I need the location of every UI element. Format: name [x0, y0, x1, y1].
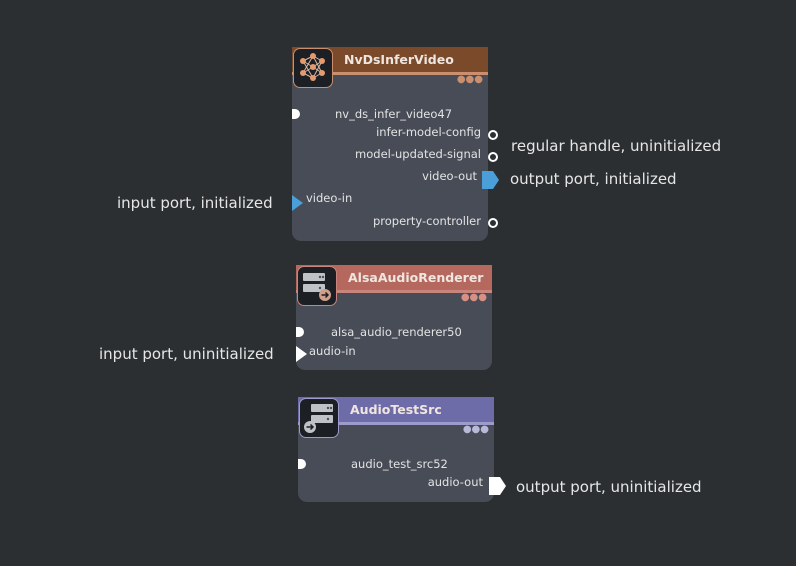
node-header-accent	[292, 72, 488, 75]
input-label-video-in: video-in	[306, 191, 353, 205]
node-title: AudioTestSrc	[350, 402, 442, 417]
node-title: NvDsInferVideo	[344, 52, 454, 67]
annotation-regular-handle: regular handle, uninitialized	[511, 137, 722, 155]
node-nvdsinfervideo[interactable]: NvDsInferVideo ●●● nv_ds_infer_video47 i…	[292, 47, 488, 241]
node-header-accent	[298, 422, 494, 425]
node-instance-name: nv_ds_infer_video47	[335, 107, 453, 121]
node-audiotestsrc[interactable]: AudioTestSrc ●●● audio_test_src52 audio-…	[298, 397, 494, 502]
annotation-input-initialized: input port, initialized	[117, 194, 273, 212]
annotation-input-uninitialized: input port, uninitialized	[99, 345, 274, 363]
output-label-audio-out: audio-out	[427, 475, 483, 489]
handle-property-controller[interactable]	[488, 218, 498, 228]
node-menu-icon[interactable]: ●●●	[462, 424, 489, 435]
prop-video-out: video-out	[422, 169, 477, 183]
prop-property-controller: property-controller	[372, 214, 481, 228]
node-alsaaudiorenderer[interactable]: AlsaAudioRenderer ●●● alsa_audio_rendere…	[296, 265, 492, 370]
annotation-output-uninitialized: output port, uninitialized	[516, 478, 702, 496]
prop-infer-model-config: infer-model-config	[376, 125, 481, 139]
audio-sink-icon	[297, 266, 337, 306]
neural-network-icon	[293, 48, 333, 88]
prop-model-updated-signal: model-updated-signal	[355, 147, 481, 161]
instance-pin[interactable]	[292, 109, 300, 119]
audio-source-icon	[299, 398, 339, 438]
node-instance-name: alsa_audio_renderer50	[331, 325, 462, 339]
handle-infer-model-config[interactable]	[488, 130, 498, 140]
node-header-accent	[296, 290, 492, 293]
node-title: AlsaAudioRenderer	[348, 270, 484, 285]
node-menu-icon[interactable]: ●●●	[460, 292, 487, 303]
output-port-audio-out[interactable]	[488, 476, 508, 496]
handle-model-updated-signal[interactable]	[488, 152, 498, 162]
output-port-video-out[interactable]	[481, 170, 501, 190]
instance-pin[interactable]	[298, 459, 306, 469]
input-port-audio-in[interactable]	[295, 345, 309, 363]
instance-pin[interactable]	[296, 327, 304, 337]
annotation-output-initialized: output port, initialized	[510, 170, 677, 188]
input-port-video-in[interactable]	[291, 194, 305, 212]
node-instance-name: audio_test_src52	[351, 457, 448, 471]
node-menu-icon[interactable]: ●●●	[456, 74, 483, 85]
input-label-audio-in: audio-in	[309, 344, 356, 358]
